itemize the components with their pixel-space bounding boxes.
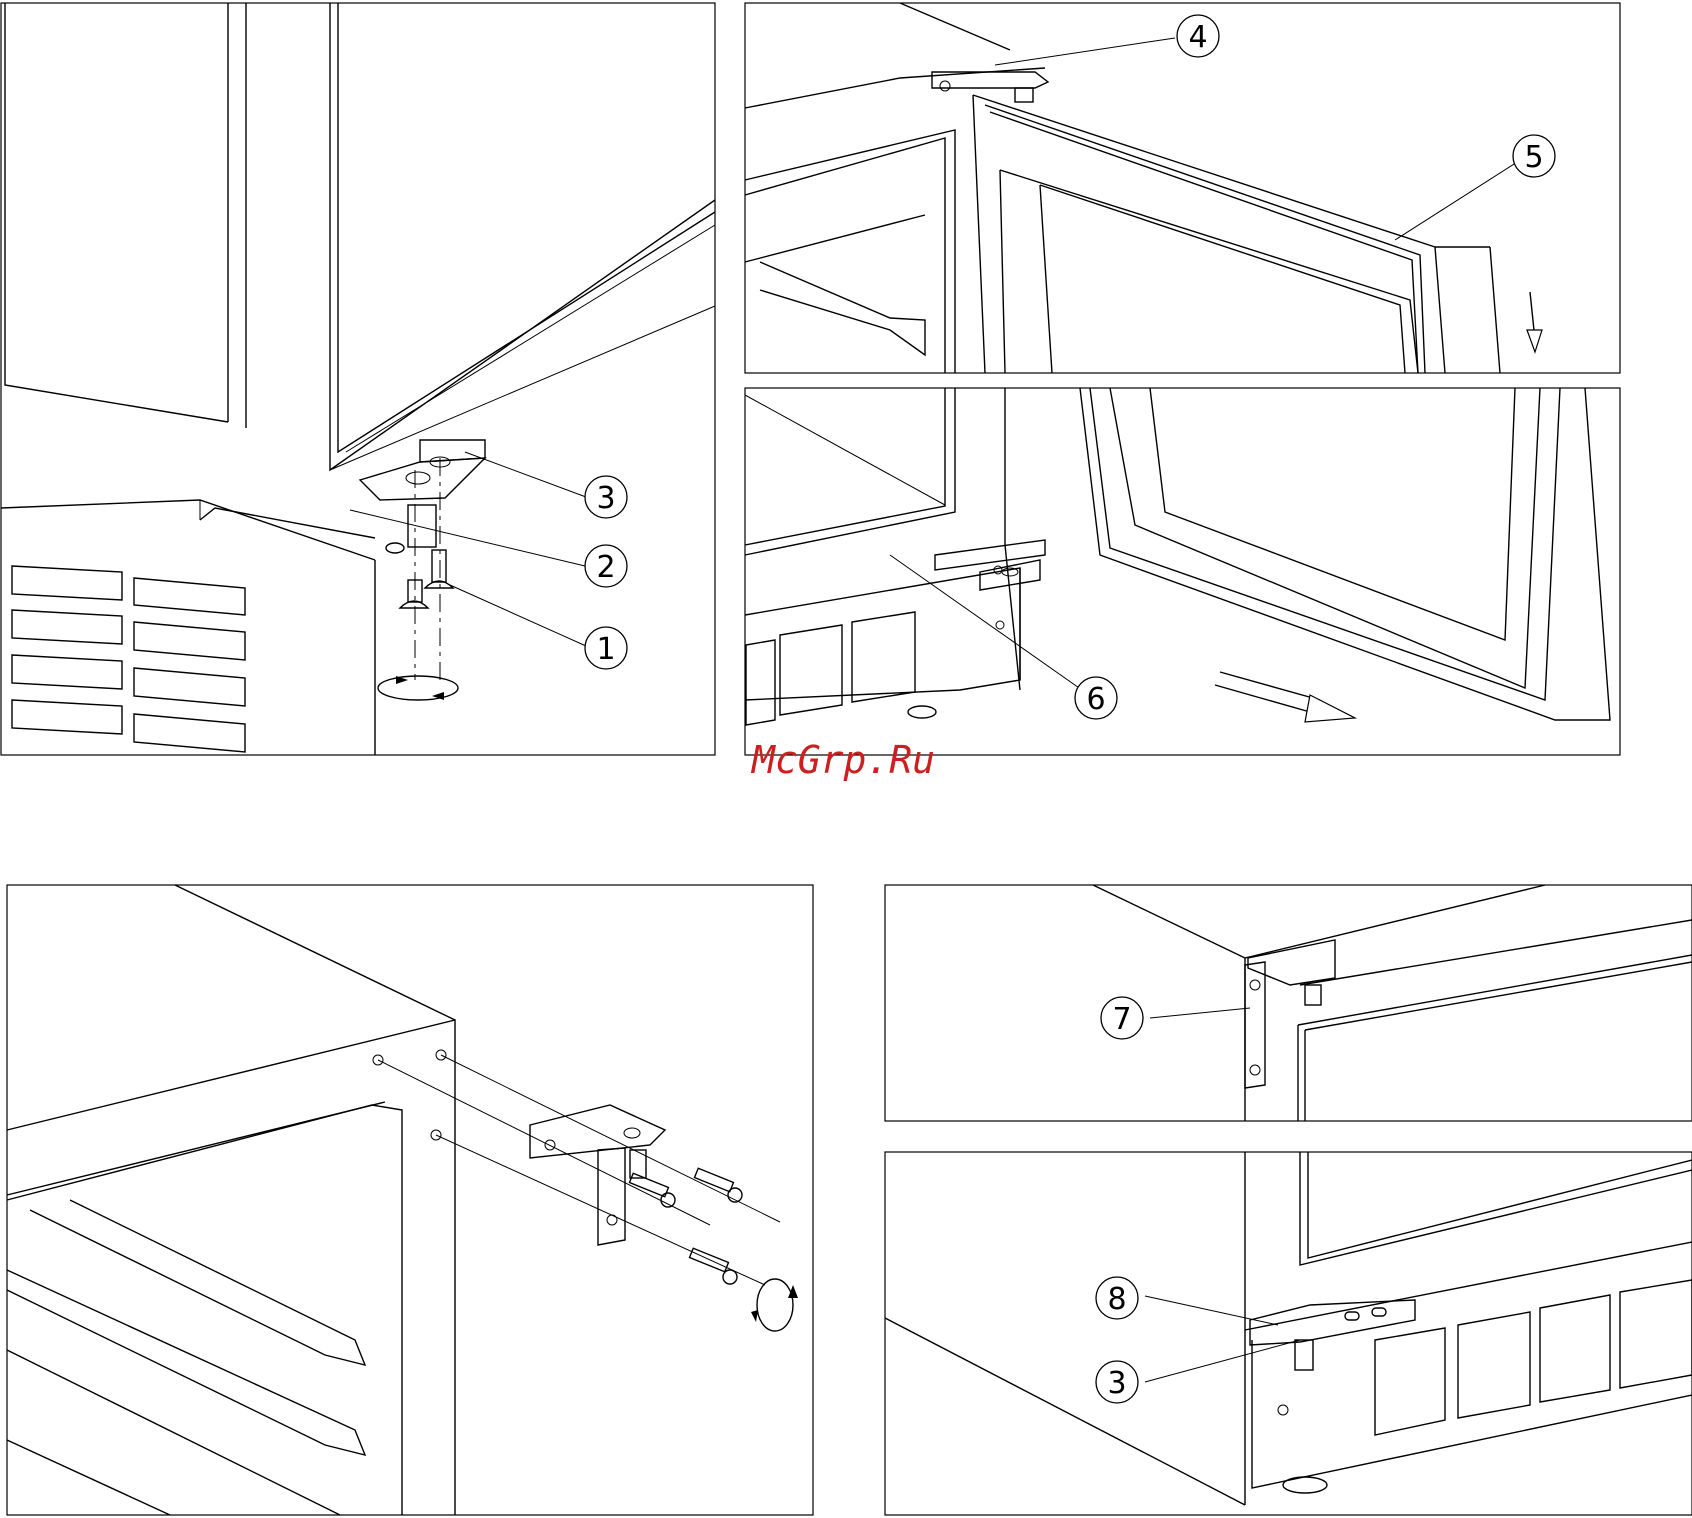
svg-text:3: 3 — [1107, 1366, 1126, 1401]
watermark: McGrp.Ru — [752, 738, 935, 782]
panel-f-bottom-hinge-installed — [885, 1152, 1692, 1515]
callout-1-a: 1 — [585, 627, 627, 669]
svg-text:7: 7 — [1112, 1002, 1131, 1037]
panel-c-door-removed — [745, 388, 1620, 755]
callout-4-b: 4 — [1177, 15, 1219, 57]
panel-e-top-hinge-installed — [885, 885, 1692, 1121]
panel-d-hinge-remount — [7, 885, 813, 1515]
svg-text:8: 8 — [1107, 1282, 1126, 1317]
panel-b-upper-hinge — [745, 3, 1620, 373]
callout-2-a: 2 — [585, 545, 627, 587]
svg-text:1: 1 — [596, 632, 615, 667]
callout-6-c: 6 — [1075, 677, 1117, 719]
callout-3-a: 3 — [585, 476, 627, 518]
svg-text:4: 4 — [1188, 20, 1207, 55]
callout-7-e: 7 — [1101, 997, 1143, 1039]
svg-text:6: 6 — [1086, 682, 1105, 717]
svg-text:5: 5 — [1524, 140, 1543, 175]
callout-3-f: 3 — [1096, 1361, 1138, 1403]
svg-text:3: 3 — [596, 481, 615, 516]
svg-text:2: 2 — [596, 550, 615, 585]
callout-5-b: 5 — [1513, 135, 1555, 177]
callout-8-f: 8 — [1096, 1277, 1138, 1319]
